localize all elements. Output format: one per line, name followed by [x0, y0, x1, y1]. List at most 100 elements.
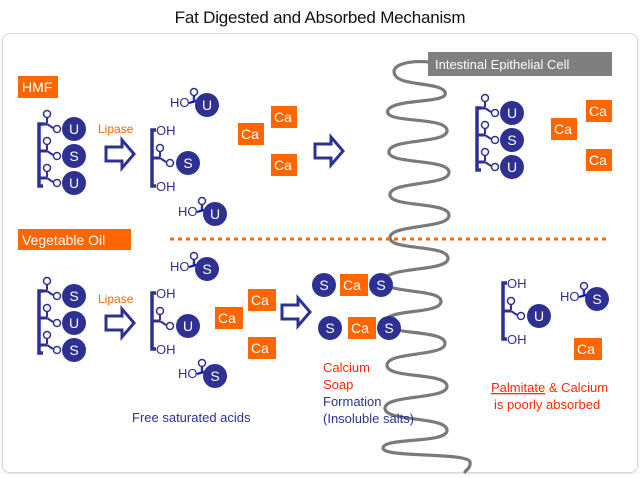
svg-text:S: S [319, 277, 328, 293]
svg-text:Ca: Ca [218, 310, 236, 326]
fatty-acid-s [62, 284, 86, 308]
fatty-acid-label: U [183, 318, 193, 334]
fatty-acid-label: S [69, 288, 78, 304]
svg-text:Formation: Formation [323, 394, 382, 409]
fatty-acid-s [585, 287, 609, 311]
hmf-free-fatty-acid-1: HO U [170, 87, 219, 117]
fatty-acid-label: U [69, 121, 79, 137]
hydroxyl-prefix: HO [170, 259, 190, 274]
hydroxyl-prefix: HO [170, 95, 190, 110]
fatty-acid-label: U [507, 159, 517, 175]
oxygen-atom [480, 120, 490, 130]
conclusion-caption: Palmitate & Calcium is poorly absorbed [491, 380, 608, 412]
oxygen-atom [52, 291, 62, 301]
svg-text:Ca: Ca [577, 341, 595, 357]
membrane-label-text: Intestinal Epithelial Cell [435, 57, 570, 72]
arrow-icon [313, 132, 345, 170]
oxygen-atom [579, 281, 589, 291]
fatty-acid-label: U [69, 315, 79, 331]
oxygen-atom [42, 109, 52, 119]
svg-text:Ca: Ca [274, 157, 292, 173]
oxygen-atom [197, 196, 207, 206]
hmf-triglyceride: USU [37, 109, 86, 195]
calcium-soap: S Ca S [312, 273, 393, 297]
fatty-acid-label: U [210, 206, 220, 222]
fatty-acid-label: U [507, 105, 517, 121]
svg-text:S: S [325, 320, 334, 336]
oxygen-atom [490, 108, 500, 118]
calcium-soap: S Ca S [318, 316, 401, 340]
fatty-acid-u [527, 304, 551, 328]
oxygen-atom [480, 147, 490, 157]
oxygen-atom [155, 306, 165, 316]
oxygen-atom [189, 87, 199, 97]
fatty-acid-u [203, 202, 227, 226]
svg-text:HMF: HMF [22, 79, 52, 95]
absorbed-free-fatty-acid: HO S [560, 281, 609, 311]
oxygen-atom [165, 158, 175, 168]
fatty-acid-u [195, 93, 219, 117]
svg-text:Ca: Ca [343, 277, 361, 293]
svg-text:Ca: Ca [251, 340, 269, 356]
hydroxyl-group: OH [156, 123, 176, 138]
soap-formation-caption: Calcium Soap Formation (Insoluble salts) [323, 360, 414, 426]
hydroxyl-prefix: HO [560, 289, 580, 304]
oxygen-atom [506, 296, 516, 306]
intestinal-membrane [381, 60, 472, 474]
svg-text:Ca: Ca [589, 103, 607, 119]
fatty-acid-label: S [69, 148, 78, 164]
oxygen-atom [42, 276, 52, 286]
arrow-icon [280, 293, 312, 331]
lipase-label-bottom: Lipase [98, 292, 134, 306]
oxygen-atom [189, 251, 199, 261]
fatty-acid-u [176, 314, 200, 338]
fatty-acid-label: S [183, 155, 192, 171]
fatty-acid-u [500, 155, 524, 179]
fatty-acid-s [176, 151, 200, 175]
svg-text:Ca: Ca [589, 152, 607, 168]
oxygen-atom [490, 135, 500, 145]
palmitate-word: Palmitate [491, 380, 545, 395]
fatty-acid-label: S [210, 368, 219, 384]
page-title: Fat Digested and Absorbed Mechanism [174, 8, 466, 27]
vegetable-oil-triglyceride: SUS [37, 276, 86, 362]
oxygen-atom [197, 358, 207, 368]
hydroxyl-group: OH [156, 179, 176, 194]
intestinal-epithelial-cell-label: Intestinal Epithelial Cell [428, 52, 612, 76]
fatty-acid-label: S [69, 342, 78, 358]
fatty-acid-label: S [592, 291, 601, 307]
absorbed-calcium-ion: Ca [586, 149, 612, 171]
arrow-icon [104, 135, 136, 173]
svg-text:is poorly absorbed: is poorly absorbed [494, 397, 600, 412]
hmf-free-fatty-acid-2: HO U [178, 196, 227, 226]
fatty-acid-label: U [202, 97, 212, 113]
calcium-ion: Ca [248, 337, 276, 359]
calcium-ion: Ca [215, 307, 243, 329]
svg-text:Soap: Soap [323, 377, 353, 392]
fatty-acid-s [500, 128, 524, 152]
oxygen-atom [52, 178, 62, 188]
fatty-acid-s [62, 338, 86, 362]
svg-text:(Insoluble salts): (Insoluble salts) [323, 411, 414, 426]
fatty-acid-u [62, 171, 86, 195]
hydroxyl-prefix: HO [178, 204, 198, 219]
fatty-acid-label: U [534, 308, 544, 324]
diagram-panel [2, 33, 638, 473]
absorbed-triglyceride: USU [475, 93, 524, 179]
hydroxyl-prefix: HO [178, 366, 198, 381]
calcium-ion: Ca [271, 154, 297, 176]
svg-text:Vegetable Oil: Vegetable Oil [22, 232, 105, 248]
oxygen-atom [52, 151, 62, 161]
fatty-acid-u [500, 101, 524, 125]
hmf-monoglyceride: OH S OH [150, 123, 200, 194]
free-saturated-acids-caption: Free saturated acids [132, 410, 251, 425]
oxygen-atom [155, 143, 165, 153]
hydroxyl-group: OH [507, 276, 527, 291]
lipase-label-top: Lipase [98, 122, 134, 136]
svg-text:Ca: Ca [251, 292, 269, 308]
oxygen-atom [42, 136, 52, 146]
oxygen-atom [52, 124, 62, 134]
